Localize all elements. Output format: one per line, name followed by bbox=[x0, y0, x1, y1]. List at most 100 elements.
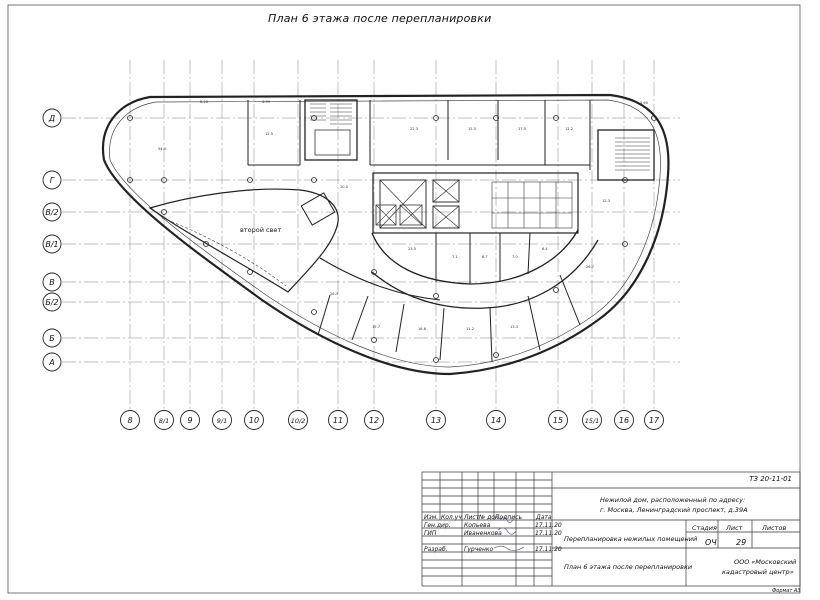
staff-date-2: 17.11.20 bbox=[535, 530, 562, 537]
svg-text:10.0: 10.0 bbox=[340, 185, 349, 189]
row-axis-label: Д bbox=[48, 114, 55, 123]
row-axis-bubble: Б/2 bbox=[42, 292, 62, 312]
svg-text:54.0: 54.0 bbox=[158, 147, 167, 151]
row-axis-bubble: Б bbox=[42, 328, 62, 348]
corridor-arc-inner bbox=[371, 229, 579, 285]
row-axis-bubble: Д bbox=[42, 108, 62, 128]
column-axis-bubble: 13 bbox=[426, 410, 446, 430]
column-axis-label: 8 bbox=[127, 416, 132, 425]
staff-date-1: 17.11.20 bbox=[535, 522, 562, 529]
column-axis-bubble: 9 bbox=[180, 410, 200, 430]
address-line-2: г. Москва, Ленинградский проспект, д.39А bbox=[600, 506, 748, 514]
staff-name-3: Гурченко bbox=[464, 546, 494, 553]
column-axis-bubble: 15/1 bbox=[582, 410, 602, 430]
row-axis-bubble: В/2 bbox=[42, 202, 62, 222]
sheets-header: Листов bbox=[762, 524, 787, 532]
corridor-arc-outer bbox=[371, 239, 599, 309]
stage-value: ОЧ bbox=[705, 538, 717, 547]
column-axis-bubble: 14 bbox=[486, 410, 506, 430]
header-kol: Кол.уч bbox=[441, 514, 462, 521]
void-stair bbox=[300, 192, 336, 226]
staff-name-2: Иваненкова bbox=[464, 530, 502, 537]
svg-text:15.5: 15.5 bbox=[468, 127, 476, 131]
row-axis-bubble: В bbox=[42, 272, 62, 292]
svg-text:5.20: 5.20 bbox=[200, 100, 209, 104]
stair-1 bbox=[304, 99, 358, 161]
staff-date-3: 17.11.20 bbox=[535, 546, 562, 553]
row-axis-bubble: Г bbox=[42, 170, 62, 190]
column-axis-label: 11 bbox=[333, 416, 343, 425]
header-izm: Изм. bbox=[424, 514, 439, 521]
drawing-code: ТЗ 20-11-01 bbox=[749, 475, 792, 483]
svg-text:26.7: 26.7 bbox=[586, 265, 594, 269]
address-line-1: Нежилой дом, расположенный по адресу: bbox=[600, 496, 746, 504]
title-block: ТЗ 20-11-01 Нежилой дом, расположенный п… bbox=[422, 472, 800, 586]
org-line-2: кадастровый центр» bbox=[722, 568, 794, 576]
sheet-title: План 6 этажа после перепланировки bbox=[564, 563, 693, 571]
column-axis-bubble: 16 bbox=[614, 410, 634, 430]
svg-text:15.7: 15.7 bbox=[372, 325, 380, 329]
column-axis-bubble: 10 bbox=[244, 410, 264, 430]
svg-text:16.6: 16.6 bbox=[418, 327, 427, 331]
svg-text:5.60: 5.60 bbox=[640, 101, 649, 105]
svg-text:12.3: 12.3 bbox=[602, 199, 610, 203]
drawing-title: План 6 этажа после перепланировки bbox=[268, 12, 492, 25]
stair-1-steps bbox=[310, 103, 352, 125]
column-axis-bubble: 8/1 bbox=[154, 410, 174, 430]
second-light-label: второй свет bbox=[240, 226, 281, 234]
svg-text:4.39: 4.39 bbox=[262, 100, 271, 104]
column-axis-label: 13 bbox=[431, 416, 441, 425]
row-axis-label: В bbox=[49, 278, 55, 287]
svg-text:23.5: 23.5 bbox=[408, 247, 416, 251]
row-axis-label: А bbox=[48, 358, 54, 367]
staff-name-1: Копьева bbox=[464, 522, 491, 529]
staff-role-2: ГИП bbox=[424, 530, 437, 537]
header-doc: № док. bbox=[479, 514, 501, 521]
column-axis-bubble: 12 bbox=[364, 410, 384, 430]
title-block-frame bbox=[421, 471, 801, 587]
column-axis-label: 10/2 bbox=[291, 417, 306, 425]
work-title: Перепланировка нежилых помещений bbox=[564, 535, 698, 543]
elevator-1 bbox=[379, 179, 427, 229]
row-axis-bubble: А bbox=[42, 352, 62, 372]
column-axis-bubble: 17 bbox=[644, 410, 664, 430]
column-axis-label: 15/1 bbox=[585, 417, 600, 425]
column-axis-bubble: 9/1 bbox=[212, 410, 232, 430]
header-date: Дата bbox=[536, 514, 552, 521]
column-axis-markers: 8 8/1 9 9/1 10 10/2 11 12 13 14 15 15/1 16 17 bbox=[120, 410, 664, 430]
core-block bbox=[372, 172, 579, 234]
column-axis-bubble: 11 bbox=[328, 410, 348, 430]
sheet-value: 29 bbox=[736, 538, 747, 547]
signatures bbox=[493, 516, 525, 551]
column-axis-label: 17 bbox=[649, 416, 660, 425]
svg-text:7.1: 7.1 bbox=[452, 255, 458, 259]
row-axis-label: В/2 bbox=[45, 208, 58, 217]
stair-2-steps bbox=[615, 137, 650, 171]
column-axis-bubble: 15 bbox=[548, 410, 568, 430]
row-axis-bubble: В/1 bbox=[42, 234, 62, 254]
column-axis-label: 14 bbox=[491, 416, 501, 425]
column-axis-label: 16 bbox=[619, 416, 629, 425]
elevator-2 bbox=[432, 179, 460, 203]
svg-text:6.4: 6.4 bbox=[542, 247, 548, 251]
row-axis-label: Г bbox=[50, 176, 55, 185]
svg-text:11.2: 11.2 bbox=[466, 327, 474, 331]
building-inner-outline bbox=[109, 99, 661, 368]
svg-text:6.7: 6.7 bbox=[482, 255, 488, 259]
second-light-void bbox=[148, 188, 339, 293]
column-axis-label: 8/1 bbox=[159, 417, 169, 425]
svg-text:12.2: 12.2 bbox=[565, 127, 573, 131]
column-axis-label: 10 bbox=[249, 416, 259, 425]
org-line-1: ООО «Московский bbox=[734, 558, 797, 566]
column-axis-label: 9 bbox=[187, 416, 192, 425]
radial-partitions bbox=[317, 232, 581, 363]
staff-role-3: Разраб. bbox=[424, 546, 448, 553]
svg-text:17.5: 17.5 bbox=[518, 127, 526, 131]
column-axis-label: 9/1 bbox=[217, 417, 227, 425]
staff-role-1: Ген.дир. bbox=[424, 522, 451, 529]
column-axis-bubble: 10/2 bbox=[288, 410, 308, 430]
format-label: Формат А3 bbox=[772, 588, 801, 594]
building-outline bbox=[101, 93, 670, 376]
axis-grid bbox=[62, 60, 680, 410]
